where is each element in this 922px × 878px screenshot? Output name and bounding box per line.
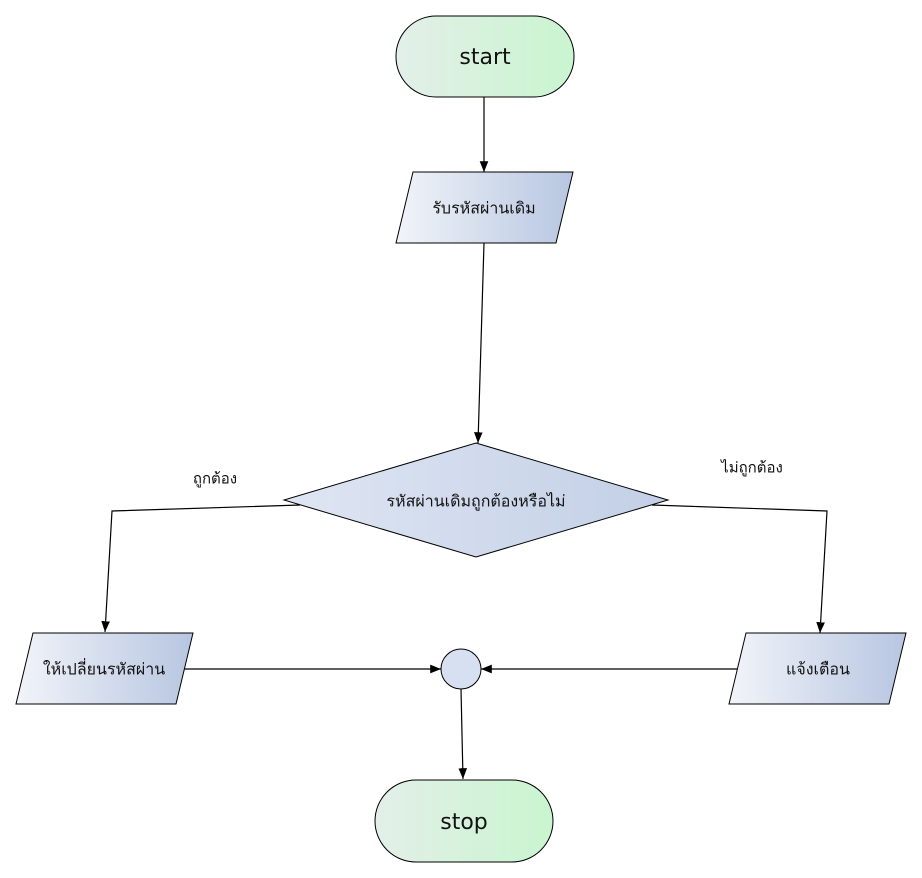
edge-input-to-decision	[474, 242, 485, 444]
edge-decision-yes	[101, 504, 301, 633]
warn-node: แจ้งเตือน	[728, 632, 907, 705]
edge-merge-to-stop	[458, 688, 468, 780]
warn-shape	[728, 632, 907, 705]
decision-node: รหัสผ่านเดิมถูกต้องหรือไม่	[282, 442, 670, 558]
decision-shape	[282, 442, 670, 558]
input-old-password-node: รับรหัสผ่านเดิม	[395, 171, 574, 244]
change-password-label: ให้เปลี่ยนรหัสผ่าน	[43, 658, 165, 679]
start-node: start	[395, 15, 575, 98]
change-password-shape	[15, 632, 194, 705]
stop-node: stop	[374, 779, 554, 863]
start-label: start	[459, 45, 511, 70]
decision-label: รหัสผ่านเดิมถูกต้องหรือไม่	[386, 492, 565, 512]
merge-connector	[440, 648, 482, 690]
input-old-password-label: รับรหัสผ่านเดิม	[432, 199, 535, 218]
stop-label: stop	[440, 810, 488, 835]
stop-shape	[374, 779, 554, 863]
change-password-node: ให้เปลี่ยนรหัสผ่าน	[15, 632, 194, 705]
input-old-password-shape	[395, 171, 574, 244]
start-shape	[395, 15, 575, 98]
edge-label-no: ไม่ถูกต้อง	[720, 459, 783, 477]
edge-decision-no	[651, 504, 828, 634]
connectors	[101, 97, 828, 780]
edge-label-yes: ถูกต้อง	[193, 470, 237, 488]
warn-label: แจ้งเตือน	[786, 660, 850, 679]
